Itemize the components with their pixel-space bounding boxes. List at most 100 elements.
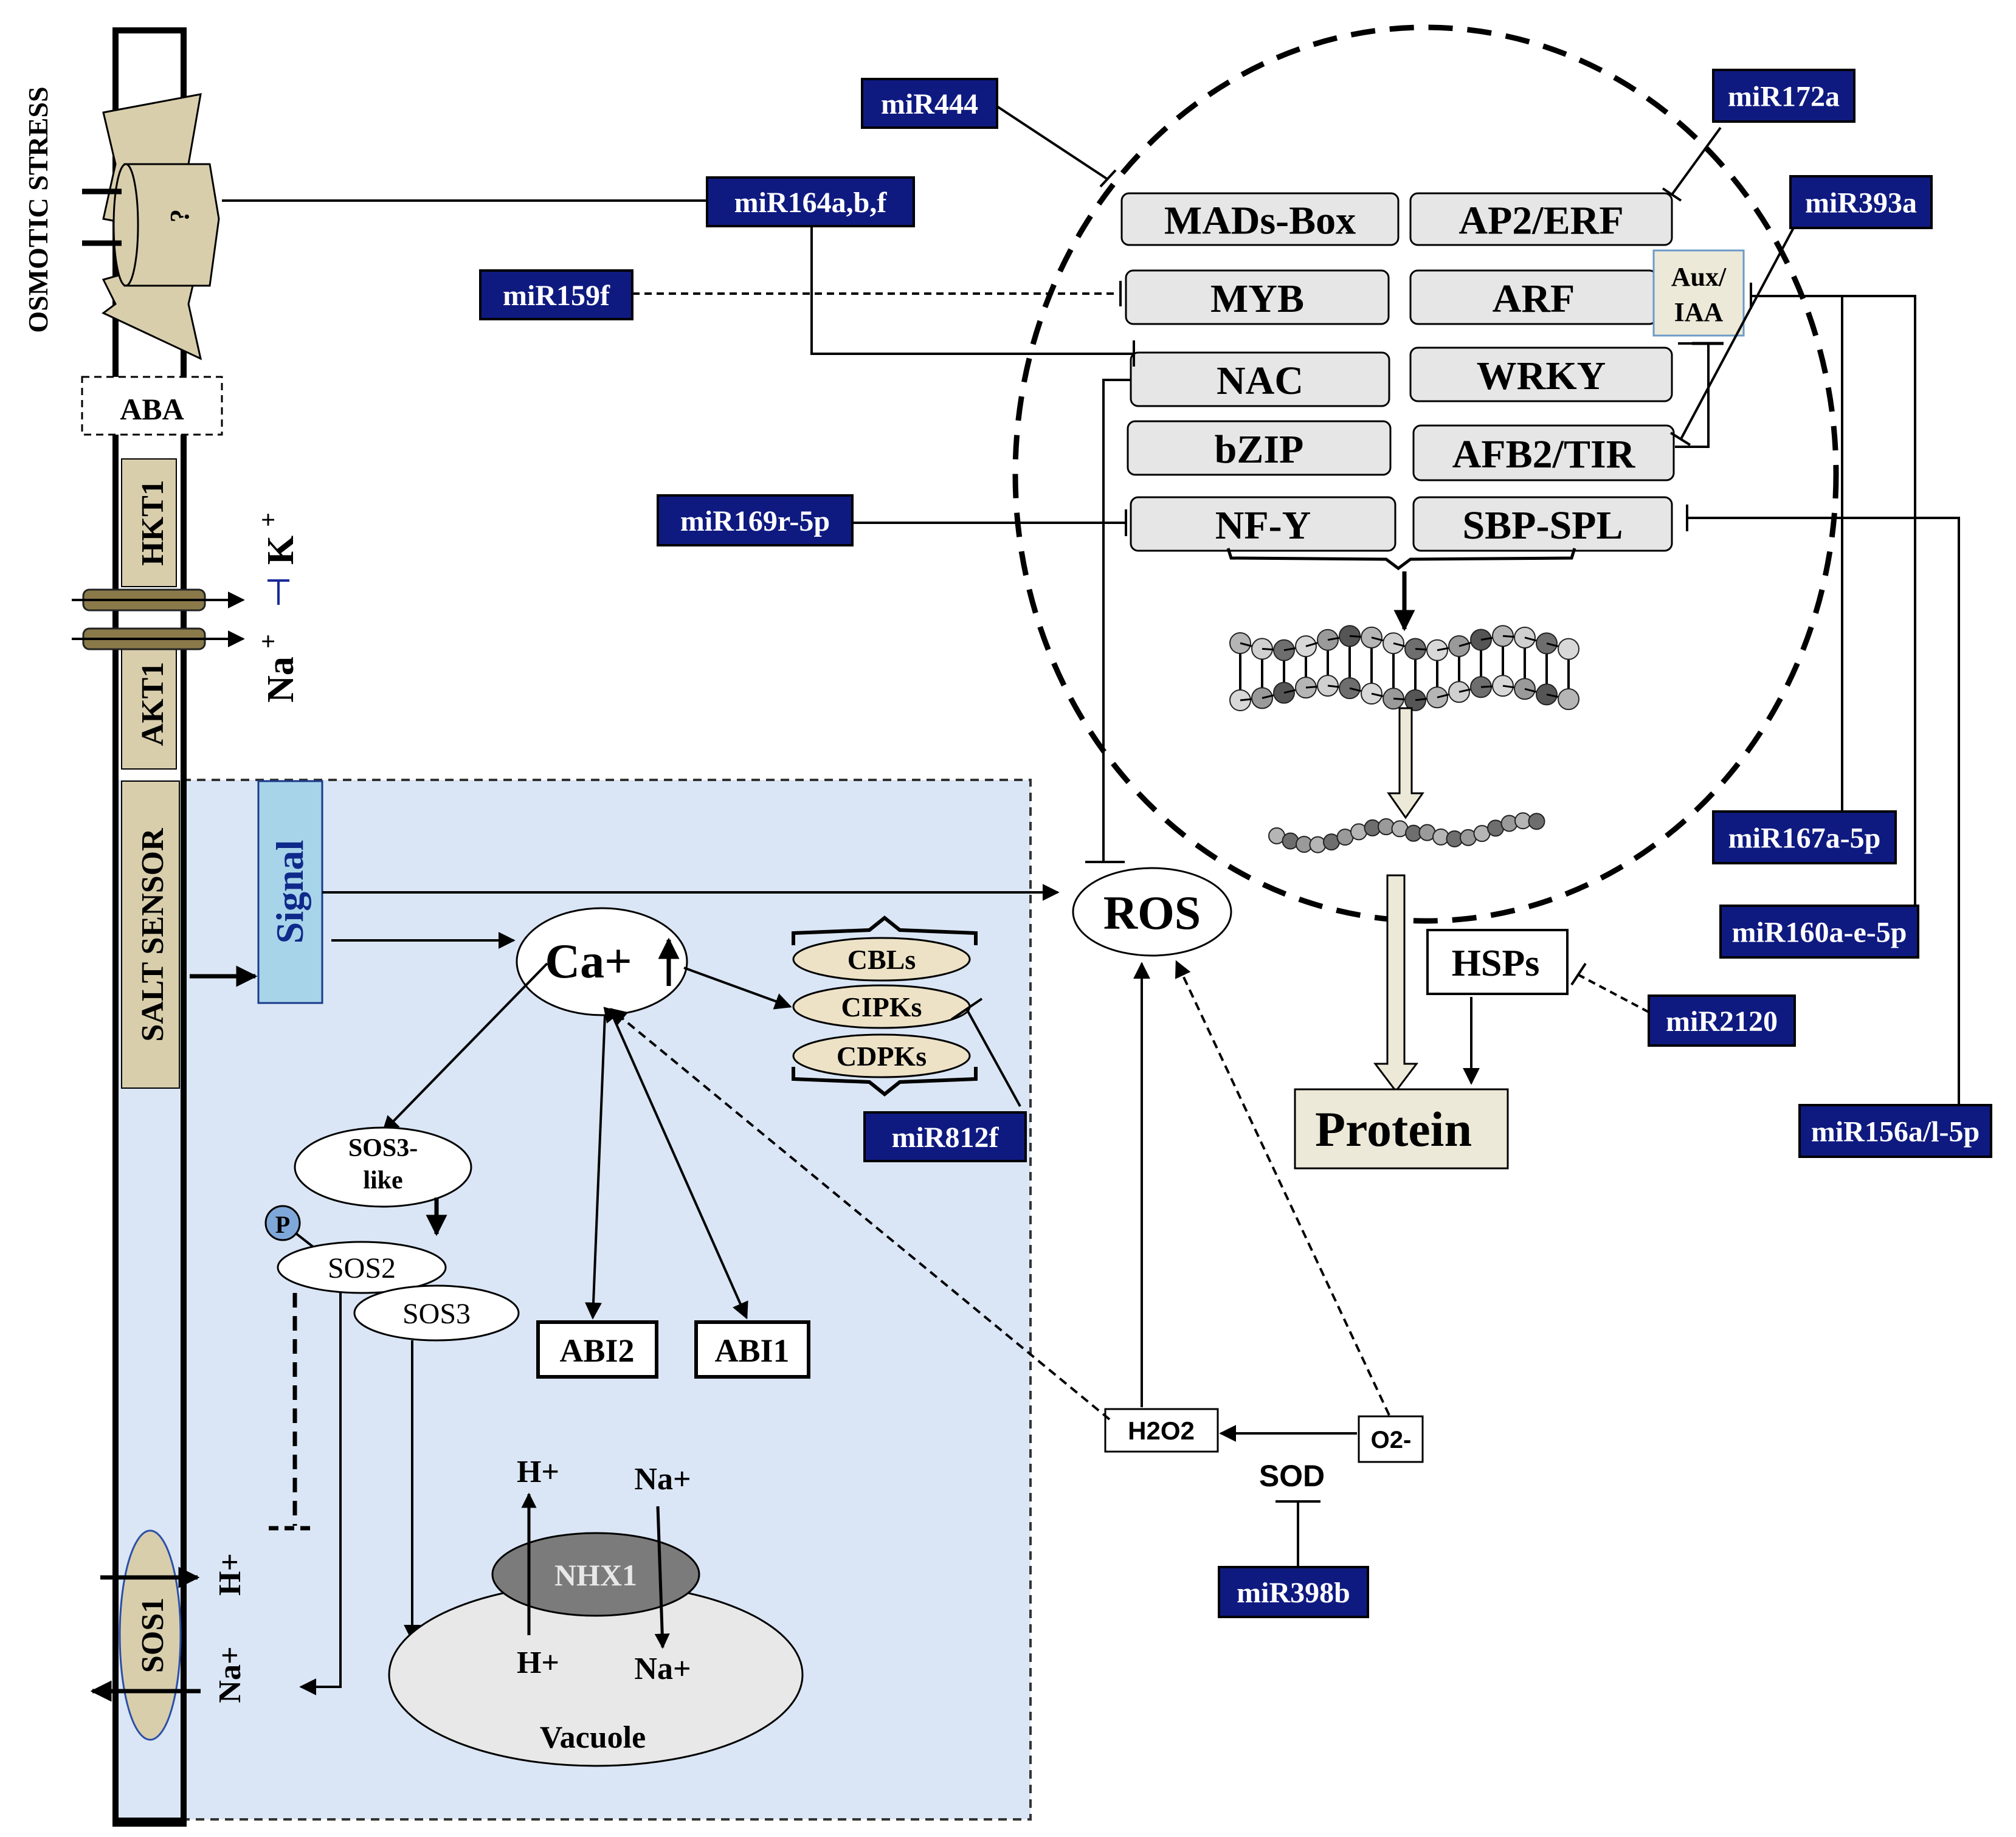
nhx1-exchanger — [491, 1532, 700, 1617]
cdpks-label: CDPKs — [837, 1041, 927, 1072]
vacuole-h-bottom: H+ — [517, 1646, 559, 1680]
sos3-like-label-1: SOS3- — [348, 1134, 418, 1162]
dna-helix — [1229, 625, 1579, 711]
tf-label-left-3: bZIP — [1215, 427, 1304, 472]
tf-box-left-2 — [1130, 351, 1390, 407]
mirna-box-mir393a — [1789, 175, 1933, 229]
ros-node — [1072, 867, 1232, 957]
mirna-box-mir169 — [657, 494, 854, 546]
mirna-label-mir169: miR169r-5p — [680, 505, 830, 537]
mirna-box-mir159f — [479, 269, 633, 320]
hsps-box — [1426, 929, 1569, 995]
tf-brace — [1226, 548, 1576, 571]
tf-label-left-4: NF-Y — [1215, 503, 1311, 548]
hkt1-label: HKT1 — [136, 480, 170, 566]
sod-label: SOD — [1259, 1459, 1325, 1493]
salt-sensor-box — [121, 781, 180, 1089]
na-plus-sign: + — [255, 634, 283, 649]
tf-label-right-3: AFB2/TIR — [1452, 432, 1636, 477]
vacuole-na-bottom: Na+ — [634, 1652, 691, 1686]
abi2-box — [536, 1320, 658, 1379]
mirna-box-mir444 — [861, 78, 998, 129]
tf-box-left-1 — [1125, 269, 1390, 325]
abi2-label: ABI2 — [559, 1332, 634, 1369]
mirna-label-mir444: miR444 — [881, 88, 978, 120]
calcium-label: Ca+ — [545, 935, 632, 988]
vacuole-na-top: Na+ — [634, 1462, 691, 1497]
tf-label-right-0: AP2/ERF — [1458, 199, 1623, 243]
sos2-label: SOS2 — [328, 1252, 396, 1284]
transcription-arrow — [1387, 707, 1424, 819]
mirna-label-mir812f: miR812f — [892, 1122, 999, 1154]
tf-label-right-4: SBP-SPL — [1462, 503, 1623, 548]
mirna-box-mir160 — [1719, 905, 1919, 959]
mirna-box-mir164 — [706, 176, 915, 227]
cbls-label: CBLs — [847, 944, 916, 975]
sos3-label: SOS3 — [402, 1298, 471, 1330]
mirna-box-mir398b — [1218, 1566, 1369, 1618]
mirna-box-mir172a — [1712, 69, 1855, 123]
mirna-box-mir156 — [1798, 1104, 1992, 1158]
tf-box-right-2 — [1409, 346, 1673, 402]
sos1-h-plus: H+ — [213, 1553, 247, 1596]
sos1-na-plus: Na+ — [213, 1646, 247, 1703]
mirna-label-mir2120: miR2120 — [1666, 1005, 1778, 1038]
ion-transporters — [72, 579, 289, 650]
tf-box-left-0 — [1120, 192, 1400, 246]
tf-box-right-0 — [1409, 192, 1673, 246]
mirna-label-mir160: miR160a-e-5p — [1732, 917, 1907, 949]
osmotic-stress-label: OSMOTIC STRESS — [22, 86, 54, 333]
tf-label-right-1: ARF — [1493, 277, 1575, 321]
hkt1-channel — [121, 458, 177, 587]
akt1-channel — [121, 638, 177, 770]
hsps-label: HSPs — [1452, 943, 1540, 984]
o2-label: O2- — [1371, 1427, 1412, 1453]
aba-label: ABA — [120, 392, 184, 426]
tf-box-left-4 — [1130, 496, 1396, 552]
calcium-sensor-group — [792, 915, 978, 1097]
sos3-node — [353, 1284, 520, 1342]
cipks-label: CIPKs — [841, 991, 922, 1022]
mirna-label-mir167: miR167a-5p — [1728, 822, 1881, 855]
sos3-like-label-2: like — [363, 1167, 402, 1194]
mirna-box-mir812f — [863, 1111, 1027, 1162]
mirna-box-mir167 — [1712, 810, 1897, 864]
k-plus-sign: + — [255, 512, 283, 527]
abi1-label: ABI1 — [714, 1332, 789, 1369]
nhx1-label: NHX1 — [554, 1558, 637, 1592]
mirna-label-mir393a: miR393a — [1805, 187, 1917, 219]
tf-box-left-3 — [1127, 420, 1392, 476]
mirna-label-mir398b: miR398b — [1237, 1577, 1350, 1609]
tf-label-right-2: WRKY — [1477, 354, 1606, 398]
signal-label: Signal — [268, 840, 311, 944]
phospho-marker — [264, 1205, 301, 1241]
mirna-label-mir159f: miR159f — [503, 280, 610, 312]
vacuole-label: Vacuole — [540, 1720, 646, 1755]
aux-iaa-label-2: IAA — [1674, 297, 1724, 327]
calcium-node — [516, 907, 688, 1016]
osmotic-receptor — [82, 93, 220, 360]
translation-arrow — [1373, 874, 1419, 1093]
tf-box-right-3 — [1412, 424, 1675, 481]
sos3-like-node — [294, 1126, 472, 1208]
phospho-label: P — [275, 1211, 290, 1238]
sos1-transporter — [119, 1529, 182, 1741]
sos2-node — [277, 1241, 447, 1294]
transcription-factor-grid: MADs-BoxMYBNACbZIPNF-YAP2/ERFARFWRKYAFB2… — [1120, 192, 1675, 552]
sos1-label: SOS1 — [136, 1597, 170, 1673]
tf-label-left-0: MADs-Box — [1164, 199, 1356, 243]
mirna-boxes: miR444miR164a,b,fmiR159fmiR169r-5pmiR172… — [479, 69, 1992, 1618]
receptor-unknown-label: ? — [165, 209, 195, 222]
aux-iaa-box — [1652, 249, 1745, 337]
protein-label: Protein — [1315, 1101, 1472, 1157]
mirna-box-mir2120 — [1648, 994, 1796, 1047]
tf-label-left-1: MYB — [1210, 277, 1304, 321]
aux-iaa-label-1: Aux/ — [1671, 262, 1727, 292]
protein-box — [1294, 1088, 1509, 1170]
h2o2-box — [1104, 1408, 1219, 1453]
mrna-strand — [1268, 812, 1545, 853]
mirna-label-mir156: miR156a/l-5p — [1811, 1116, 1980, 1148]
mirna-label-mir172a: miR172a — [1728, 81, 1840, 113]
salt-sensor-label: SALT SENSOR — [136, 827, 170, 1042]
